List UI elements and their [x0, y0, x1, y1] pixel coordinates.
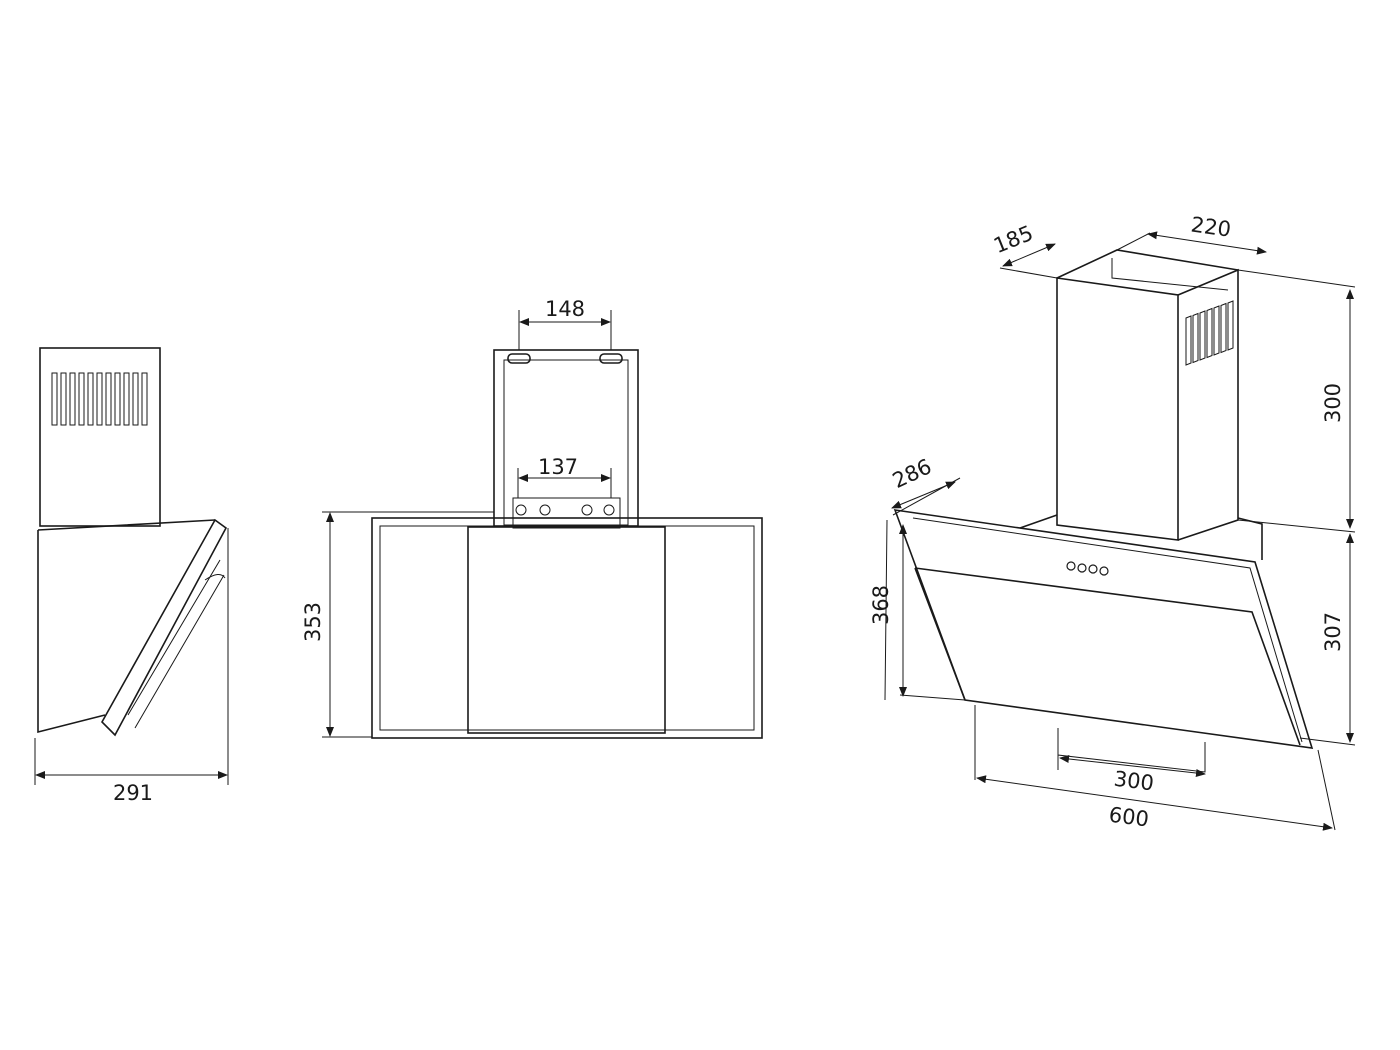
- side-width-label: 291: [113, 781, 153, 805]
- total-width-label: 600: [1107, 803, 1150, 832]
- vent-slot: [1213, 305, 1220, 356]
- vent-slot: [114, 372, 121, 426]
- side-view: 291: [34, 347, 229, 805]
- vent-slot: [60, 372, 67, 426]
- vent-slot: [132, 372, 139, 426]
- filter-width-label: 300: [1112, 767, 1155, 796]
- body-depth-label: 286: [889, 454, 935, 493]
- vent-slot: [1192, 312, 1199, 364]
- bracket-spacing-label: 137: [538, 455, 578, 479]
- vent-slot: [1220, 302, 1227, 354]
- chimney-hole-spacing-label: 148: [545, 297, 585, 321]
- vent-slot: [78, 372, 85, 426]
- vent-slot: [1185, 315, 1192, 366]
- body-height-label: 307: [1321, 612, 1345, 652]
- chimney-height-label: 300: [1321, 383, 1345, 423]
- vent-slot: [1199, 310, 1206, 361]
- vent-slot: [123, 372, 130, 426]
- vent-slot: [1206, 307, 1213, 359]
- vent-slot: [96, 372, 103, 426]
- vent-slot: [87, 372, 94, 426]
- vent-slot: [69, 372, 76, 426]
- vent-slot: [51, 372, 58, 426]
- front-view: 148 137 353: [301, 297, 763, 739]
- vent-slot: [1227, 300, 1234, 351]
- vent-slot: [141, 372, 148, 426]
- chimney-depth-label: 185: [990, 221, 1036, 258]
- glass-height-label: 368: [869, 585, 893, 625]
- vent-slot: [105, 372, 112, 426]
- front-height-label: 353: [301, 602, 325, 642]
- isometric-view: 185 220 300 307 368 286 300 600: [869, 212, 1356, 832]
- chimney-width-label: 220: [1189, 212, 1232, 241]
